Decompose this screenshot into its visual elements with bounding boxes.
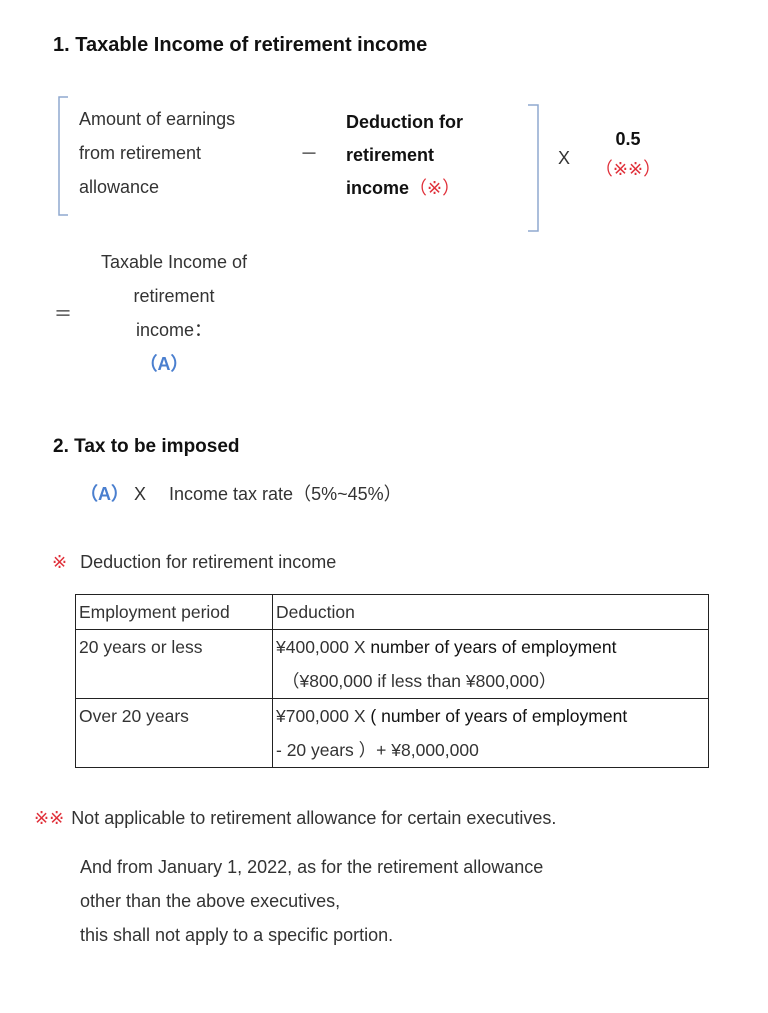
note-mark: ※ [52, 552, 68, 572]
earnings-label: Amount of earnings from retirement allow… [79, 109, 236, 197]
minus-sign: － [300, 144, 318, 164]
deduction-table: Employment period Deduction 20 years or … [75, 594, 709, 768]
table-row: Over 20 years ¥700,000 X ( number of yea… [75, 698, 709, 768]
executives-note: ※※ Not applicable to retirement allowanc… [34, 808, 557, 828]
table-header: Deduction [272, 594, 709, 630]
table-row: 20 years or less ¥400,000 X number of ye… [75, 629, 709, 699]
executives-note-paragraph: And from January 1, 2022, as for the ret… [80, 857, 544, 945]
equals-sign: ＝ [54, 304, 72, 324]
factor-value: 0.5 （※※） [594, 129, 662, 179]
tax-formula: （A） X Income tax rate（5%~45%） [80, 484, 402, 504]
times-sign: X [558, 148, 571, 168]
table-cell: Over 20 years [75, 698, 273, 768]
left-bracket [58, 96, 68, 216]
result-label: Taxable Income of retirement income： （A） [100, 252, 248, 374]
table-header-row: Employment period Deduction [75, 594, 709, 630]
deduction-note: ※ Deduction for retirement income [52, 552, 337, 572]
deduction-label: Deduction for retirement income（※） [346, 112, 463, 198]
right-bracket [528, 104, 539, 232]
section1-heading: 1. Taxable Income of retirement income [53, 34, 428, 56]
note-mark: ※※ [34, 808, 65, 828]
section2-heading: 2. Tax to be imposed [53, 436, 240, 457]
table-cell: ¥700,000 X ( number of years of employme… [272, 698, 709, 768]
table-header: Employment period [75, 594, 273, 630]
table-cell: ¥400,000 X number of years of employment… [272, 629, 709, 699]
table-cell: 20 years or less [75, 629, 273, 699]
